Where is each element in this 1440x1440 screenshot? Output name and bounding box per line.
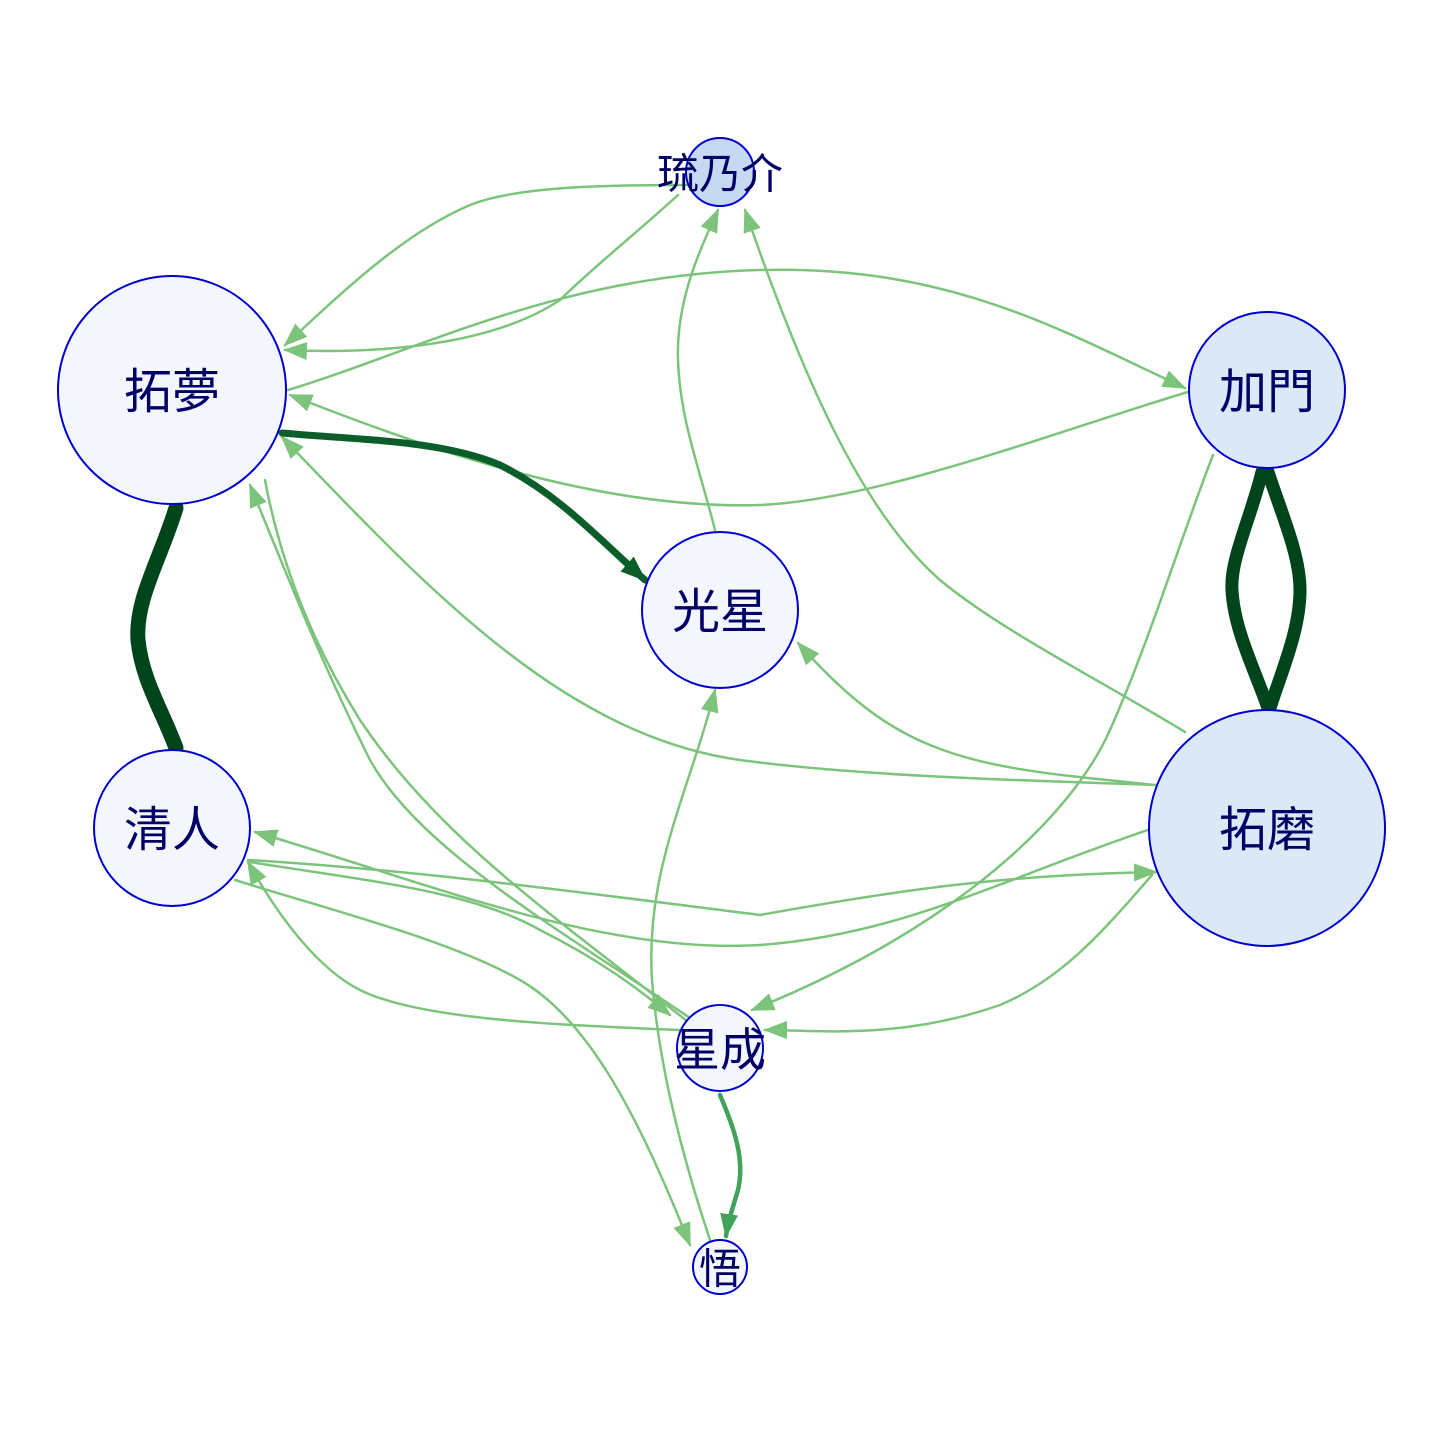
edge-takuma-kiyoto [253,828,1150,948]
node-label-satoru: 悟 [699,1245,741,1294]
edge-ruinosuke-takumu [283,183,692,347]
edge-takuma-takumu [280,435,1162,787]
edge-kiyoto-takuma [246,858,1158,917]
edge-kamon-seisei [750,453,1215,1012]
edge-takumu-kousei [278,429,649,584]
edge-seisei-takumu-2 [263,478,694,1027]
node-kiyoto[interactable]: 清人 [93,749,251,907]
node-label-kousei: 光星 [672,584,768,640]
node-label-kiyoto: 清人 [124,802,220,858]
node-circle-takumu [57,275,287,505]
edge-takuma-kousei [796,641,1157,787]
node-circle-takuma [1148,709,1386,947]
edges-layer [130,183,1307,1247]
node-circle-seisei [676,1004,764,1092]
edge-kamon-takuma [1225,465,1275,715]
edge-kousei-ruinosuke [676,208,720,532]
node-kousei[interactable]: 光星 [641,531,799,689]
node-label-seisei: 星成 [674,1023,766,1077]
node-label-takumu: 拓夢 [124,364,220,420]
node-takumu[interactable]: 拓夢 [57,275,287,505]
edge-satoru-kousei [650,688,719,1242]
edge-seisei-kiyoto [246,860,682,1032]
node-seisei[interactable]: 星成 [674,1004,766,1092]
node-circle-kousei [641,531,799,689]
node-circle-satoru [692,1239,748,1295]
nodes-layer: 琉乃介 加門 拓磨 星成 悟 清人 拓夢 光星 [57,137,1386,1295]
node-ruinosuke[interactable]: 琉乃介 [657,137,783,207]
edge-takuma-kamon [1261,465,1307,715]
edge-takuma-seisei [763,873,1154,1040]
edge-seisei-satoru [717,1092,743,1239]
edge-takumu-kamon [286,268,1187,392]
edge-takumu-kiyoto [130,500,184,756]
node-circle-kamon [1188,311,1346,469]
node-label-kamon: 加門 [1219,364,1315,420]
node-satoru[interactable]: 悟 [692,1239,748,1295]
node-circle-kiyoto [93,749,251,907]
edge-takuma-ruinosuke [743,208,1187,734]
edge-kiyoto-satoru [233,878,692,1247]
edge-kiyoto-seisei [248,860,672,1017]
node-label-ruinosuke: 琉乃介 [657,150,783,199]
node-takuma[interactable]: 拓磨 [1148,709,1386,947]
node-label-takuma: 拓磨 [1219,802,1315,858]
node-circle-ruinosuke [685,137,755,207]
edge-seisei-takumu [248,483,692,1020]
node-kamon[interactable]: 加門 [1188,311,1346,469]
edge-ruinosuke-takumu-2 [283,193,680,360]
